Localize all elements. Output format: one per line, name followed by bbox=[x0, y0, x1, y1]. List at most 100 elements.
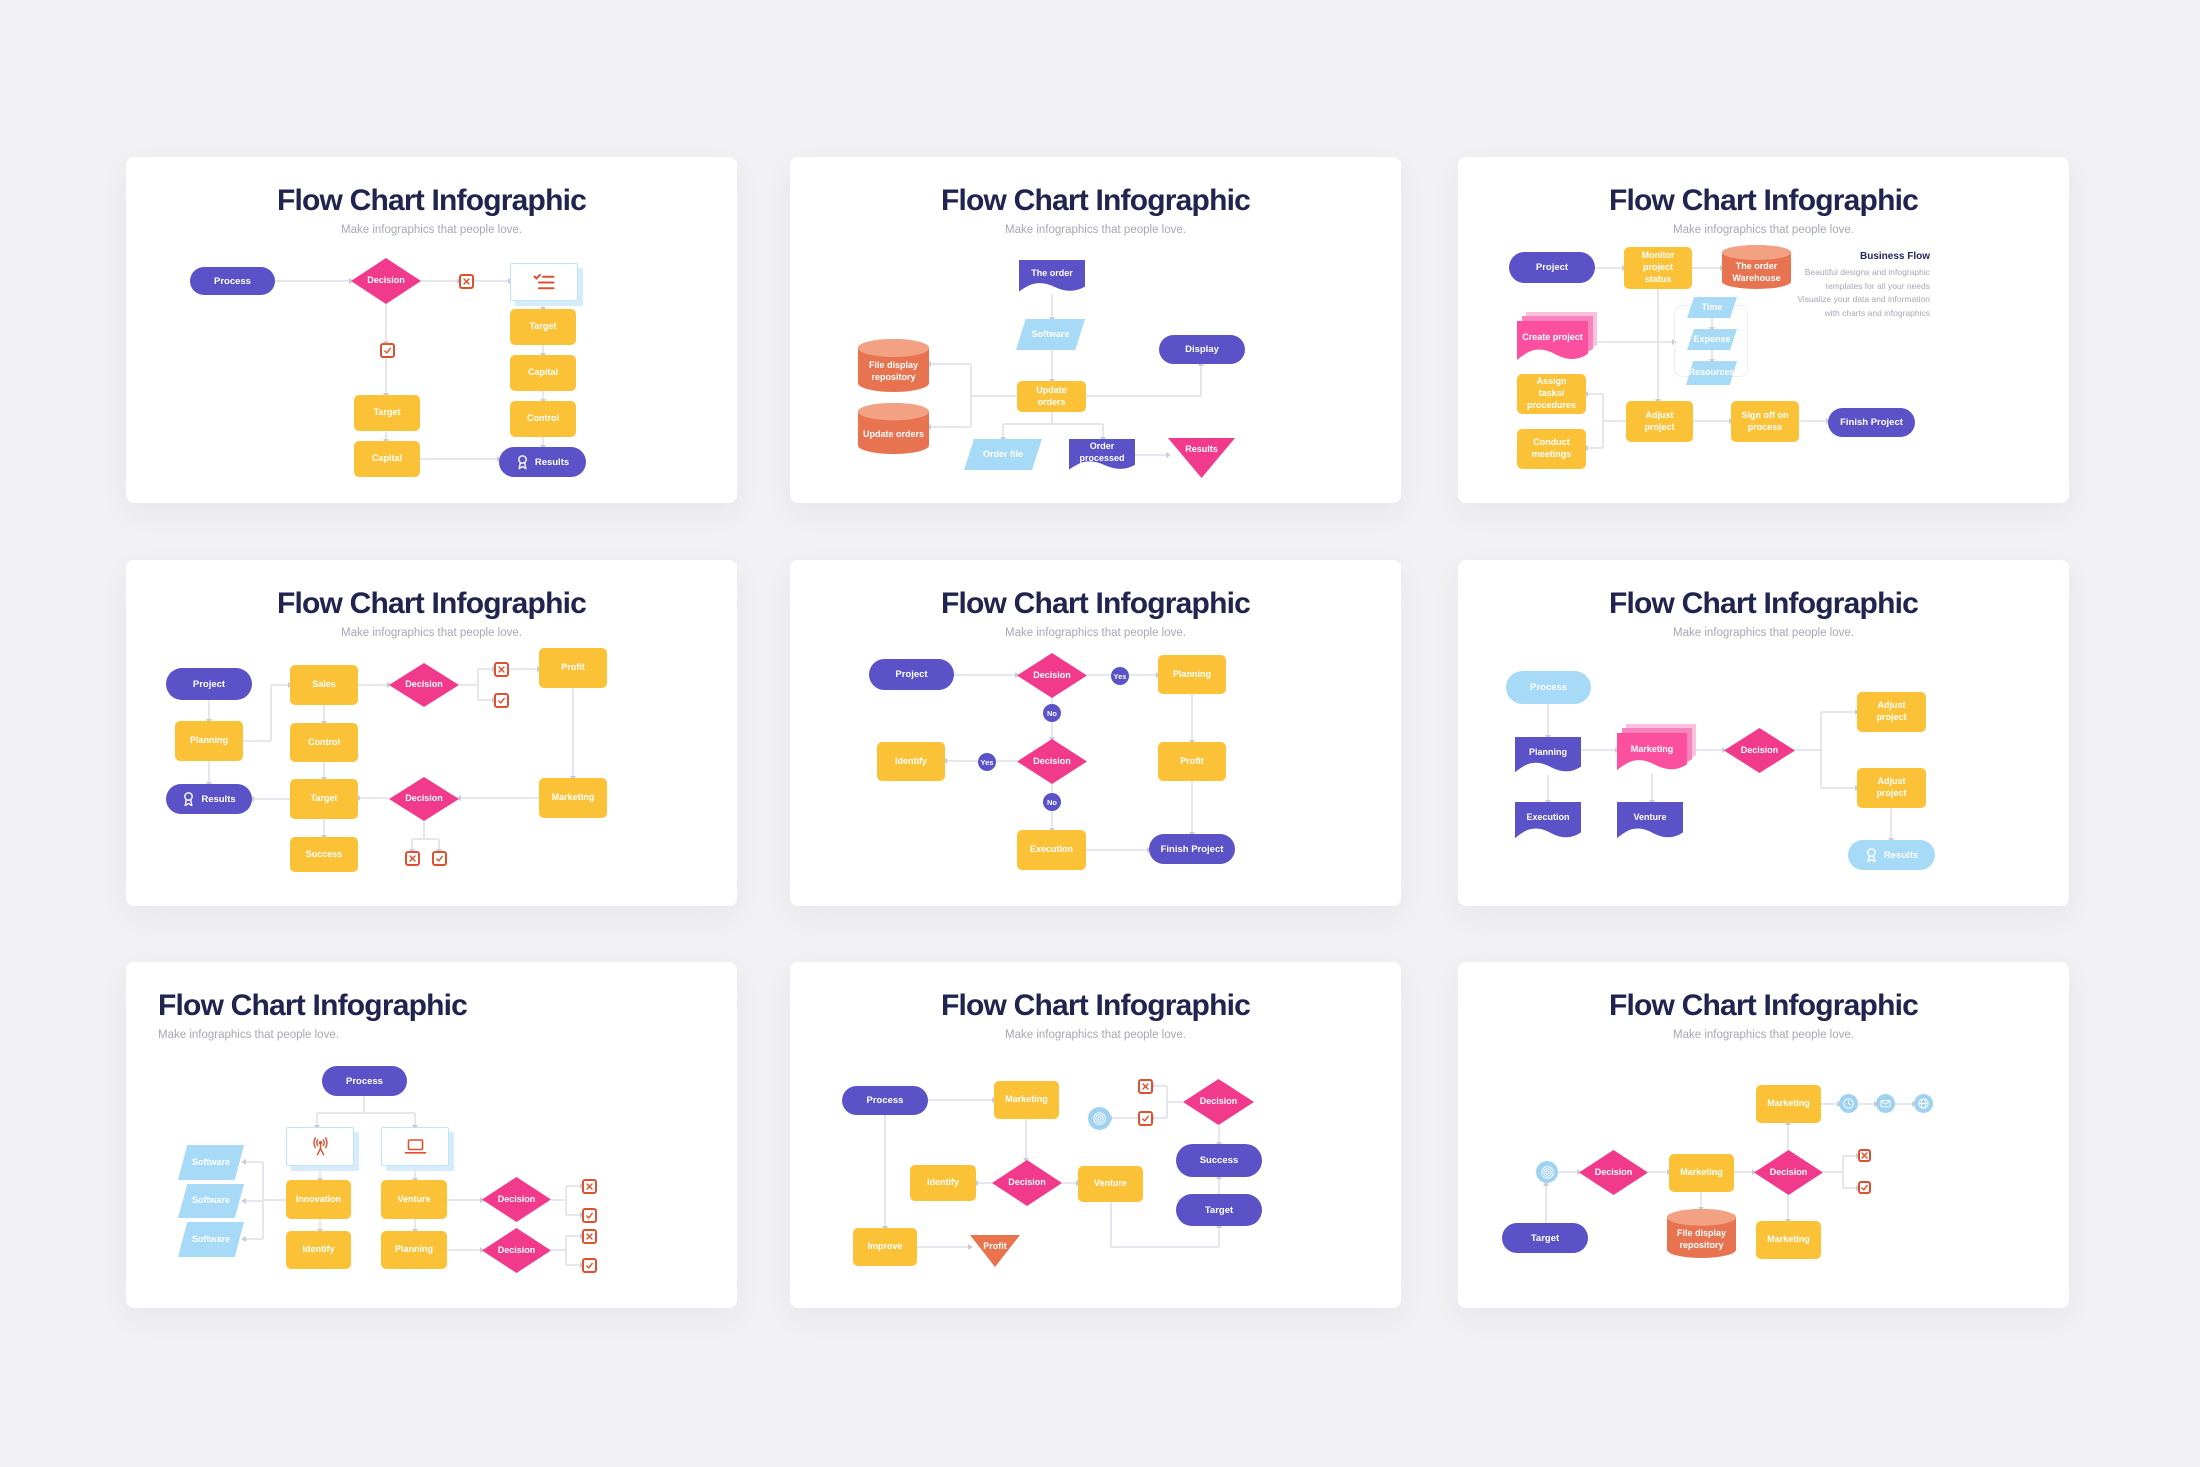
connector-arrow bbox=[1542, 1181, 1549, 1186]
node-planning: Planning bbox=[381, 1231, 447, 1269]
node-label: Adjust project bbox=[1876, 700, 1907, 722]
connector-line bbox=[421, 280, 459, 282]
label-circle-no: No bbox=[1043, 704, 1061, 722]
check-icon bbox=[1142, 1115, 1149, 1122]
connector-line bbox=[385, 358, 387, 395]
node-marketing: Marketing bbox=[1756, 1085, 1821, 1123]
node-label: Marketing bbox=[1767, 1234, 1810, 1245]
connector-line bbox=[478, 699, 494, 701]
connector-line bbox=[459, 684, 478, 686]
checkbox-check bbox=[432, 851, 447, 866]
side-text-line: templates for all your needs bbox=[1825, 280, 1930, 291]
node-label: Software bbox=[191, 1195, 230, 1206]
checkbox-check bbox=[582, 1208, 597, 1223]
connector-line bbox=[319, 1219, 321, 1231]
node-label: Marketing bbox=[1005, 1094, 1048, 1105]
check-icon bbox=[436, 855, 443, 862]
node-label: The order Warehouse bbox=[1732, 261, 1781, 283]
connector-line bbox=[1787, 1195, 1789, 1221]
icon-box bbox=[510, 263, 578, 301]
node-label: Decision bbox=[1033, 669, 1071, 680]
connector-line bbox=[385, 304, 387, 343]
connector-line bbox=[423, 821, 425, 839]
connector-line bbox=[1086, 849, 1149, 851]
node-results: Results bbox=[166, 784, 252, 814]
node-label: Display bbox=[1185, 344, 1219, 355]
node-process: Process bbox=[322, 1066, 407, 1096]
node-label: Planning bbox=[190, 735, 228, 746]
node-label: Marketing bbox=[1680, 1167, 1723, 1178]
node-label: Innovation bbox=[295, 1193, 342, 1204]
connector-line bbox=[1657, 289, 1659, 401]
connector-line bbox=[884, 1115, 886, 1228]
node-control: Control bbox=[290, 723, 358, 762]
checkbox-check bbox=[582, 1258, 597, 1273]
node-label: Decision bbox=[367, 275, 405, 286]
connector-line bbox=[1799, 420, 1828, 422]
connector-line bbox=[1051, 784, 1053, 793]
node-adjust-project: Adjust project bbox=[1857, 692, 1926, 732]
connector-line bbox=[1557, 1171, 1579, 1173]
node-label: Process bbox=[1530, 682, 1567, 693]
mail-circle-icon bbox=[1876, 1094, 1895, 1113]
node-expense: Expense bbox=[1687, 329, 1737, 350]
node-label: Planning bbox=[1529, 746, 1567, 757]
node-label: Control bbox=[527, 413, 559, 424]
node-label: Decision bbox=[1199, 1096, 1238, 1107]
slide-title: Flow Chart Infographic bbox=[276, 587, 587, 620]
connector-line bbox=[412, 838, 439, 840]
node-create-project: Create project bbox=[1517, 312, 1597, 363]
connector-line bbox=[1795, 749, 1821, 751]
node-label: Sales bbox=[312, 679, 336, 690]
node-label: Software bbox=[191, 1233, 230, 1244]
target-circle-icon bbox=[1088, 1107, 1111, 1130]
connector-line bbox=[1102, 424, 1104, 439]
ribbon-icon bbox=[184, 792, 194, 807]
connector-line bbox=[976, 1182, 992, 1184]
checkbox-check bbox=[494, 693, 509, 708]
slide-title: Flow Chart Infographic bbox=[940, 184, 1251, 217]
slide-subtitle: Make infographics that people love. bbox=[1673, 224, 1854, 236]
label-circle-yes: Yes bbox=[1111, 667, 1129, 685]
connector-line bbox=[1586, 447, 1603, 449]
node-label: Execution bbox=[1526, 812, 1570, 823]
connector-line bbox=[243, 740, 271, 742]
connector-line bbox=[414, 1166, 416, 1180]
icon-box bbox=[286, 1127, 354, 1166]
connector-line bbox=[1086, 395, 1201, 397]
node-order-processed: Order processed bbox=[1069, 439, 1135, 472]
node-results: Results bbox=[1848, 840, 1935, 870]
connector-line bbox=[478, 668, 494, 670]
node-antenna bbox=[286, 1127, 359, 1171]
node-update-orders: Update orders bbox=[858, 403, 929, 454]
connector-line bbox=[971, 395, 1017, 397]
node-label: Finish Project bbox=[1840, 417, 1903, 428]
node-success: Success bbox=[290, 837, 358, 872]
connector-line bbox=[323, 819, 325, 837]
node-sales: Sales bbox=[290, 665, 358, 705]
node-label: Software bbox=[191, 1156, 230, 1167]
connector-line bbox=[1711, 350, 1713, 361]
node-planning: Planning bbox=[1515, 737, 1581, 775]
connector-line bbox=[1858, 1103, 1876, 1105]
node-marketing: Marketing bbox=[1756, 1221, 1821, 1259]
node-process: Process bbox=[190, 267, 275, 295]
node-label: Marketing bbox=[1630, 743, 1674, 754]
node-label: No bbox=[1047, 797, 1057, 807]
laptop-icon bbox=[404, 1139, 426, 1154]
node-display: Display bbox=[1159, 335, 1245, 364]
node-decision: Decision bbox=[482, 1228, 551, 1273]
node-the-order: The order bbox=[1019, 260, 1085, 294]
side-text-line: Beautiful designs and infographic bbox=[1804, 267, 1930, 277]
node-finish-project: Finish Project bbox=[1149, 834, 1235, 864]
connector-line bbox=[566, 1235, 582, 1237]
node-adjust-project: Adjust project bbox=[1857, 768, 1926, 808]
